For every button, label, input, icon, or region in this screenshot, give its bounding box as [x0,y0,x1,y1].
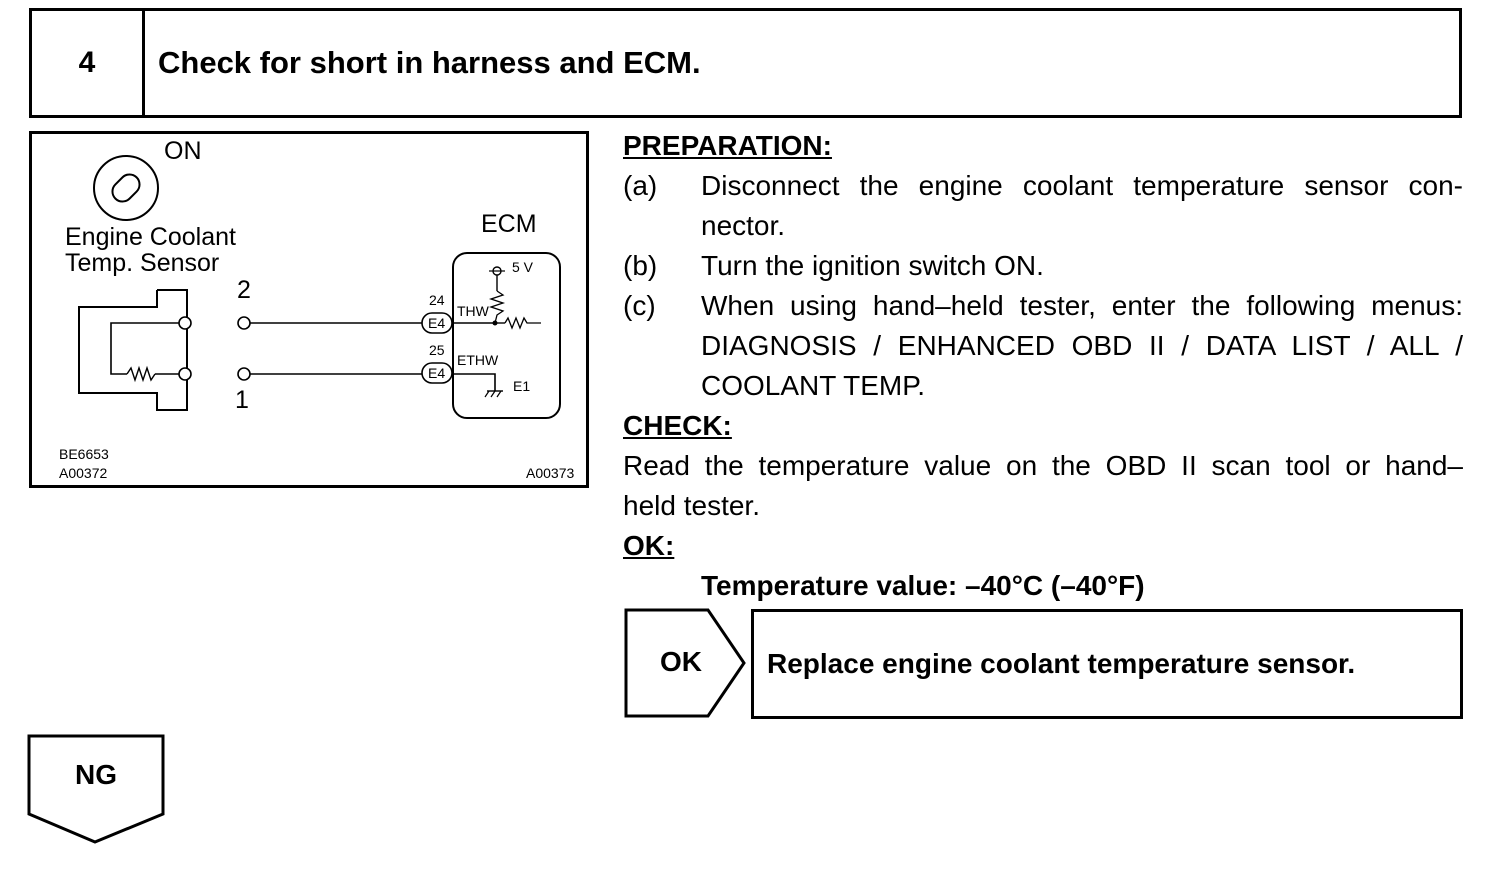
step-a-text-line1: Disconnect the engine coolant temperatur… [701,170,1463,201]
step-title: Check for short in harness and ECM. [158,45,701,80]
ignition-switch-icon [93,155,159,221]
step-c-text-line1: When using hand–held tester, enter the f… [701,290,1463,321]
ground-label: E1 [513,378,530,394]
ecm-box [452,252,561,419]
svg-text:E4: E4 [428,315,445,331]
ground-icon [484,390,503,398]
ecm-sense-resistor-icon [504,316,541,330]
ok-heading: OK: [623,530,675,561]
signal-ethw-label: ETHW [457,352,499,368]
step-c-label: (c) [623,290,656,321]
step-a-text-line2: nector. [701,210,786,241]
ecm-label: ECM [481,210,537,238]
step-header: 4 Check for short in harness and ECM. [29,8,1462,118]
ok-action-text: Replace engine coolant temperature senso… [767,648,1356,679]
connector-pin-25: 25 [429,342,445,358]
pullup-resistor-icon [488,290,506,324]
pin-1-label: 1 [235,386,249,414]
step-a-label: (a) [623,170,658,201]
connector-e4-bottom [421,362,453,384]
step-b-text: Turn the ignition switch ON. [701,250,1044,281]
connector-pin-24: 24 [429,292,445,308]
step-c-text-line2: DIAGNOSIS / ENHANCED OBD II / DATA LIST … [701,330,1463,361]
check-text-line1: Read the temperature value on the OBD II… [623,450,1463,481]
ok-spec-value: Temperature value: –40°C (–40°F) [701,570,1145,601]
sensor-label-line1: Engine Coolant [65,223,236,251]
ok-label: OK [660,646,702,677]
svg-text:E4: E4 [428,365,445,381]
switch-label: ON [164,137,202,165]
figure-code-2: A00372 [59,465,107,481]
ng-arrow-shape [27,734,165,844]
thermistor-resistor-icon [126,365,156,383]
preparation-heading: PREPARATION: [623,130,832,161]
pin-2-label: 2 [237,276,251,304]
check-heading: CHECK: [623,410,732,441]
ng-label: NG [75,759,117,790]
figure-code-3: A00373 [526,465,574,481]
step-number: 4 [32,11,145,115]
ok-arrow-shape [624,608,746,718]
check-text-line2: held tester. [623,490,760,521]
sensor-connector-outline [78,289,188,411]
step-b-label: (b) [623,250,658,281]
sensor-label-line2: Temp. Sensor [65,249,219,277]
voltage-label: 5 V [512,259,534,275]
figure-code-1: BE6653 [59,446,109,462]
signal-thw-label: THW [457,303,490,319]
step-c-text-line3: COOLANT TEMP. [701,370,926,401]
ok-action-box: Replace engine coolant temperature senso… [751,609,1463,719]
wiring-diagram: ON Engine Coolant Temp. Sensor 2 1 ECM 2… [29,131,589,488]
